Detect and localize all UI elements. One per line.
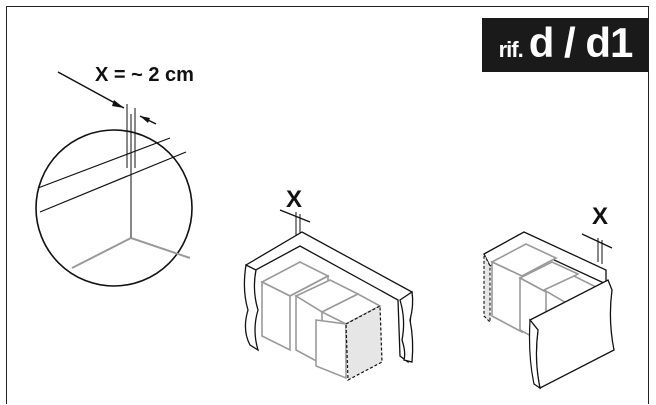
- assembly-figure-2: X: [483, 203, 615, 390]
- assembly-figure-1: X: [243, 186, 414, 381]
- detail-magnifier: X = ~ 2 cm: [35, 64, 194, 287]
- figure-2-label: X: [592, 203, 608, 230]
- fig1-arrow-line: [279, 209, 311, 223]
- diagram-frame: [6, 6, 649, 404]
- fig1-front-face: [345, 305, 383, 381]
- fig2-left-panel: [483, 253, 491, 324]
- leader-line: [57, 71, 125, 109]
- reference-badge: rif. d / d1: [482, 18, 649, 72]
- fig2-boxes: [490, 243, 600, 346]
- fig1-boxes: [260, 261, 382, 380]
- reference-value: d / d1: [528, 19, 634, 66]
- fig1-back-panel: [245, 231, 413, 364]
- fig1-right-panel: [399, 290, 414, 363]
- arrow-head-right: [140, 116, 150, 123]
- measure-label: X = ~ 2 cm: [95, 64, 194, 86]
- magnifier-circle: [35, 129, 193, 287]
- floor-line-left: [71, 237, 132, 269]
- panel-edge-bottom: [39, 151, 187, 213]
- fig2-arrow-line: [581, 233, 613, 249]
- panel-edge-top: [37, 137, 171, 189]
- arrow-head-left: [112, 100, 124, 108]
- fig2-front-panel-edge: [528, 318, 541, 390]
- floor-line-right: [130, 237, 191, 259]
- reference-prefix: rif.: [498, 37, 524, 62]
- figure-1-label: X: [286, 186, 302, 213]
- fig1-left-panel: [243, 264, 260, 352]
